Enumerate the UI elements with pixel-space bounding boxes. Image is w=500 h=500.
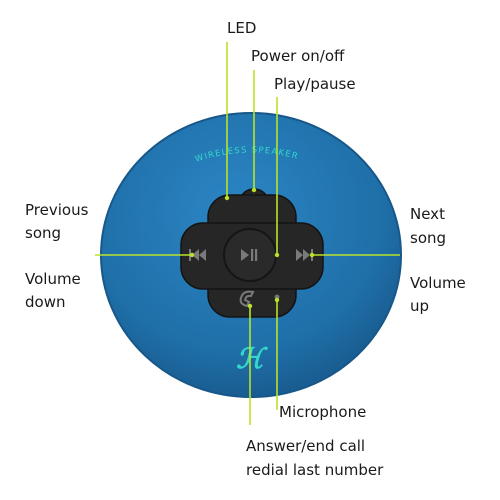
- label-next-line1: Next: [410, 205, 445, 223]
- label-microphone: Microphone: [279, 403, 366, 421]
- phone-icon: [239, 290, 255, 308]
- label-next-line2: song: [410, 229, 446, 247]
- label-volume-up-line2: up: [410, 297, 429, 315]
- label-previous-line1: Previous: [25, 201, 89, 219]
- label-power: Power on/off: [251, 47, 345, 65]
- label-answer-line2: redial last number: [246, 461, 384, 479]
- answer-call-button[interactable]: [239, 290, 255, 308]
- label-volume-down-line2: down: [25, 293, 65, 311]
- label-volume-up-line1: Volume: [410, 274, 466, 292]
- label-answer-line1: Answer/end call: [246, 437, 365, 455]
- play-pause-button[interactable]: [223, 228, 277, 282]
- play-pause-icon: [241, 249, 258, 261]
- label-previous-line2: song: [25, 224, 61, 242]
- label-play: Play/pause: [274, 75, 356, 93]
- brand-logo: ℋ: [236, 342, 268, 375]
- label-volume-down-line1: Volume: [25, 270, 81, 288]
- label-led: LED: [227, 19, 256, 37]
- callout-lines: [95, 42, 400, 425]
